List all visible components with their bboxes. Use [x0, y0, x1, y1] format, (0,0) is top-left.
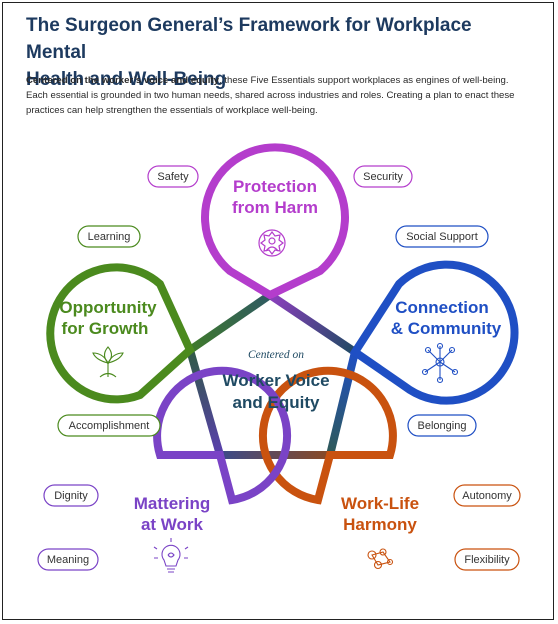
connection-title-2: & Community	[391, 319, 502, 338]
center-small-text: Centered on	[248, 349, 304, 361]
mattering-loop	[153, 366, 292, 505]
shield-people-icon	[258, 229, 286, 257]
protection-title-2: from Harm	[232, 198, 318, 217]
need-pill-belonging-label: Belonging	[418, 420, 467, 432]
connector-lines	[186, 291, 359, 459]
title-line-1: The Surgeon General’s Framework for Work…	[26, 15, 472, 63]
worklife-loop	[258, 366, 397, 505]
need-pill-meaning: Meaning	[37, 548, 99, 571]
protection-title-1: Protection	[233, 177, 317, 196]
need-pill-learning: Learning	[77, 225, 141, 248]
title-line-2: Health and Well-Being	[26, 69, 227, 90]
need-pill-dignity-label: Dignity	[54, 490, 88, 502]
lotus-icon	[92, 346, 124, 378]
puzzle-icon	[367, 548, 394, 570]
need-pill-learning-label: Learning	[88, 231, 131, 243]
lightbulb-icon	[153, 538, 189, 573]
need-pill-autonomy-label: Autonomy	[462, 490, 512, 502]
connector-connection-worklife	[326, 348, 359, 459]
connector-protection-connection	[266, 291, 359, 356]
mattering-title-1: Mattering	[134, 494, 211, 513]
need-pill-belonging: Belonging	[407, 414, 477, 437]
connector-opportunity-protection	[186, 291, 274, 354]
connection-loop	[349, 260, 519, 405]
need-pill-autonomy: Autonomy	[453, 484, 521, 507]
need-pill-flexibility: Flexibility	[454, 548, 520, 571]
worklife-title-2: Harmony	[343, 515, 417, 534]
opportunity-title-1: Opportunity	[59, 298, 157, 317]
need-pill-accomplishment-label: Accomplishment	[69, 420, 150, 432]
intro-text: Centered on the worker’s voice and equit…	[26, 73, 531, 118]
need-pill-security: Security	[353, 165, 413, 188]
need-pill-safety-label: Safety	[157, 171, 189, 183]
protection-loop	[201, 143, 349, 300]
page-title: The Surgeon General’s Framework for Work…	[26, 12, 536, 93]
need-pill-social-support: Social Support	[395, 225, 489, 248]
worklife-title-1: Work-Life	[341, 494, 419, 513]
center-line-2: and Equity	[233, 393, 320, 412]
need-pill-safety: Safety	[147, 165, 199, 188]
intro-rest: , these Five Essentials support workplac…	[26, 75, 515, 116]
intro-bold: Centered on the worker’s voice and equit…	[26, 75, 219, 86]
need-pill-meaning-label: Meaning	[47, 554, 89, 566]
connector-mattering-opportunity	[186, 346, 224, 459]
opportunity-title-2: for Growth	[62, 319, 149, 338]
mattering-title-2: at Work	[141, 515, 204, 534]
center-line-1: Worker Voice	[222, 371, 329, 390]
network-icon	[421, 342, 459, 384]
connection-title-1: Connection	[395, 298, 489, 317]
opportunity-loop	[46, 263, 195, 404]
need-pill-social-support-label: Social Support	[406, 231, 478, 243]
need-pill-dignity: Dignity	[43, 484, 99, 507]
need-pill-flexibility-label: Flexibility	[464, 554, 510, 566]
frame	[2, 2, 554, 620]
need-pill-security-label: Security	[363, 171, 403, 183]
need-pill-accomplishment: Accomplishment	[57, 414, 161, 437]
